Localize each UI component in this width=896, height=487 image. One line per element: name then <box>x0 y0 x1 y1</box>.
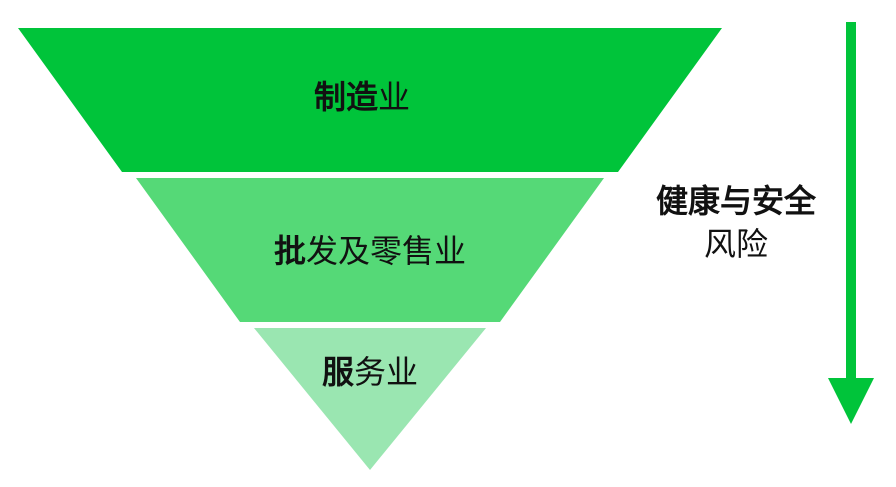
layer-manufacturing-shape <box>18 28 722 172</box>
layer-wholesale-retail-label: 批发及零售业 <box>274 232 466 270</box>
layer-services-label-bold: 服 <box>322 353 354 391</box>
risk-title-rest: 风险 <box>704 225 768 263</box>
risk-title-bold: 健康与安全 <box>656 182 817 220</box>
layer-wholesale-retail-shape <box>136 178 604 322</box>
layer-wholesale-retail-label-bold: 批 <box>274 232 306 270</box>
layer-wholesale-retail-label-rest: 发及零售业 <box>306 232 466 270</box>
layer-services-label-rest: 务业 <box>354 353 418 391</box>
risk-arrow-head <box>828 378 874 424</box>
risk-arrow-shaft <box>846 22 856 380</box>
layer-services-label: 服务业 <box>322 353 418 391</box>
layer-services-shape <box>254 328 486 470</box>
layer-manufacturing-label: 制造业 <box>314 78 410 116</box>
layer-manufacturing-label-bold: 制造 <box>314 78 378 116</box>
layer-manufacturing-label-rest: 业 <box>378 78 410 116</box>
